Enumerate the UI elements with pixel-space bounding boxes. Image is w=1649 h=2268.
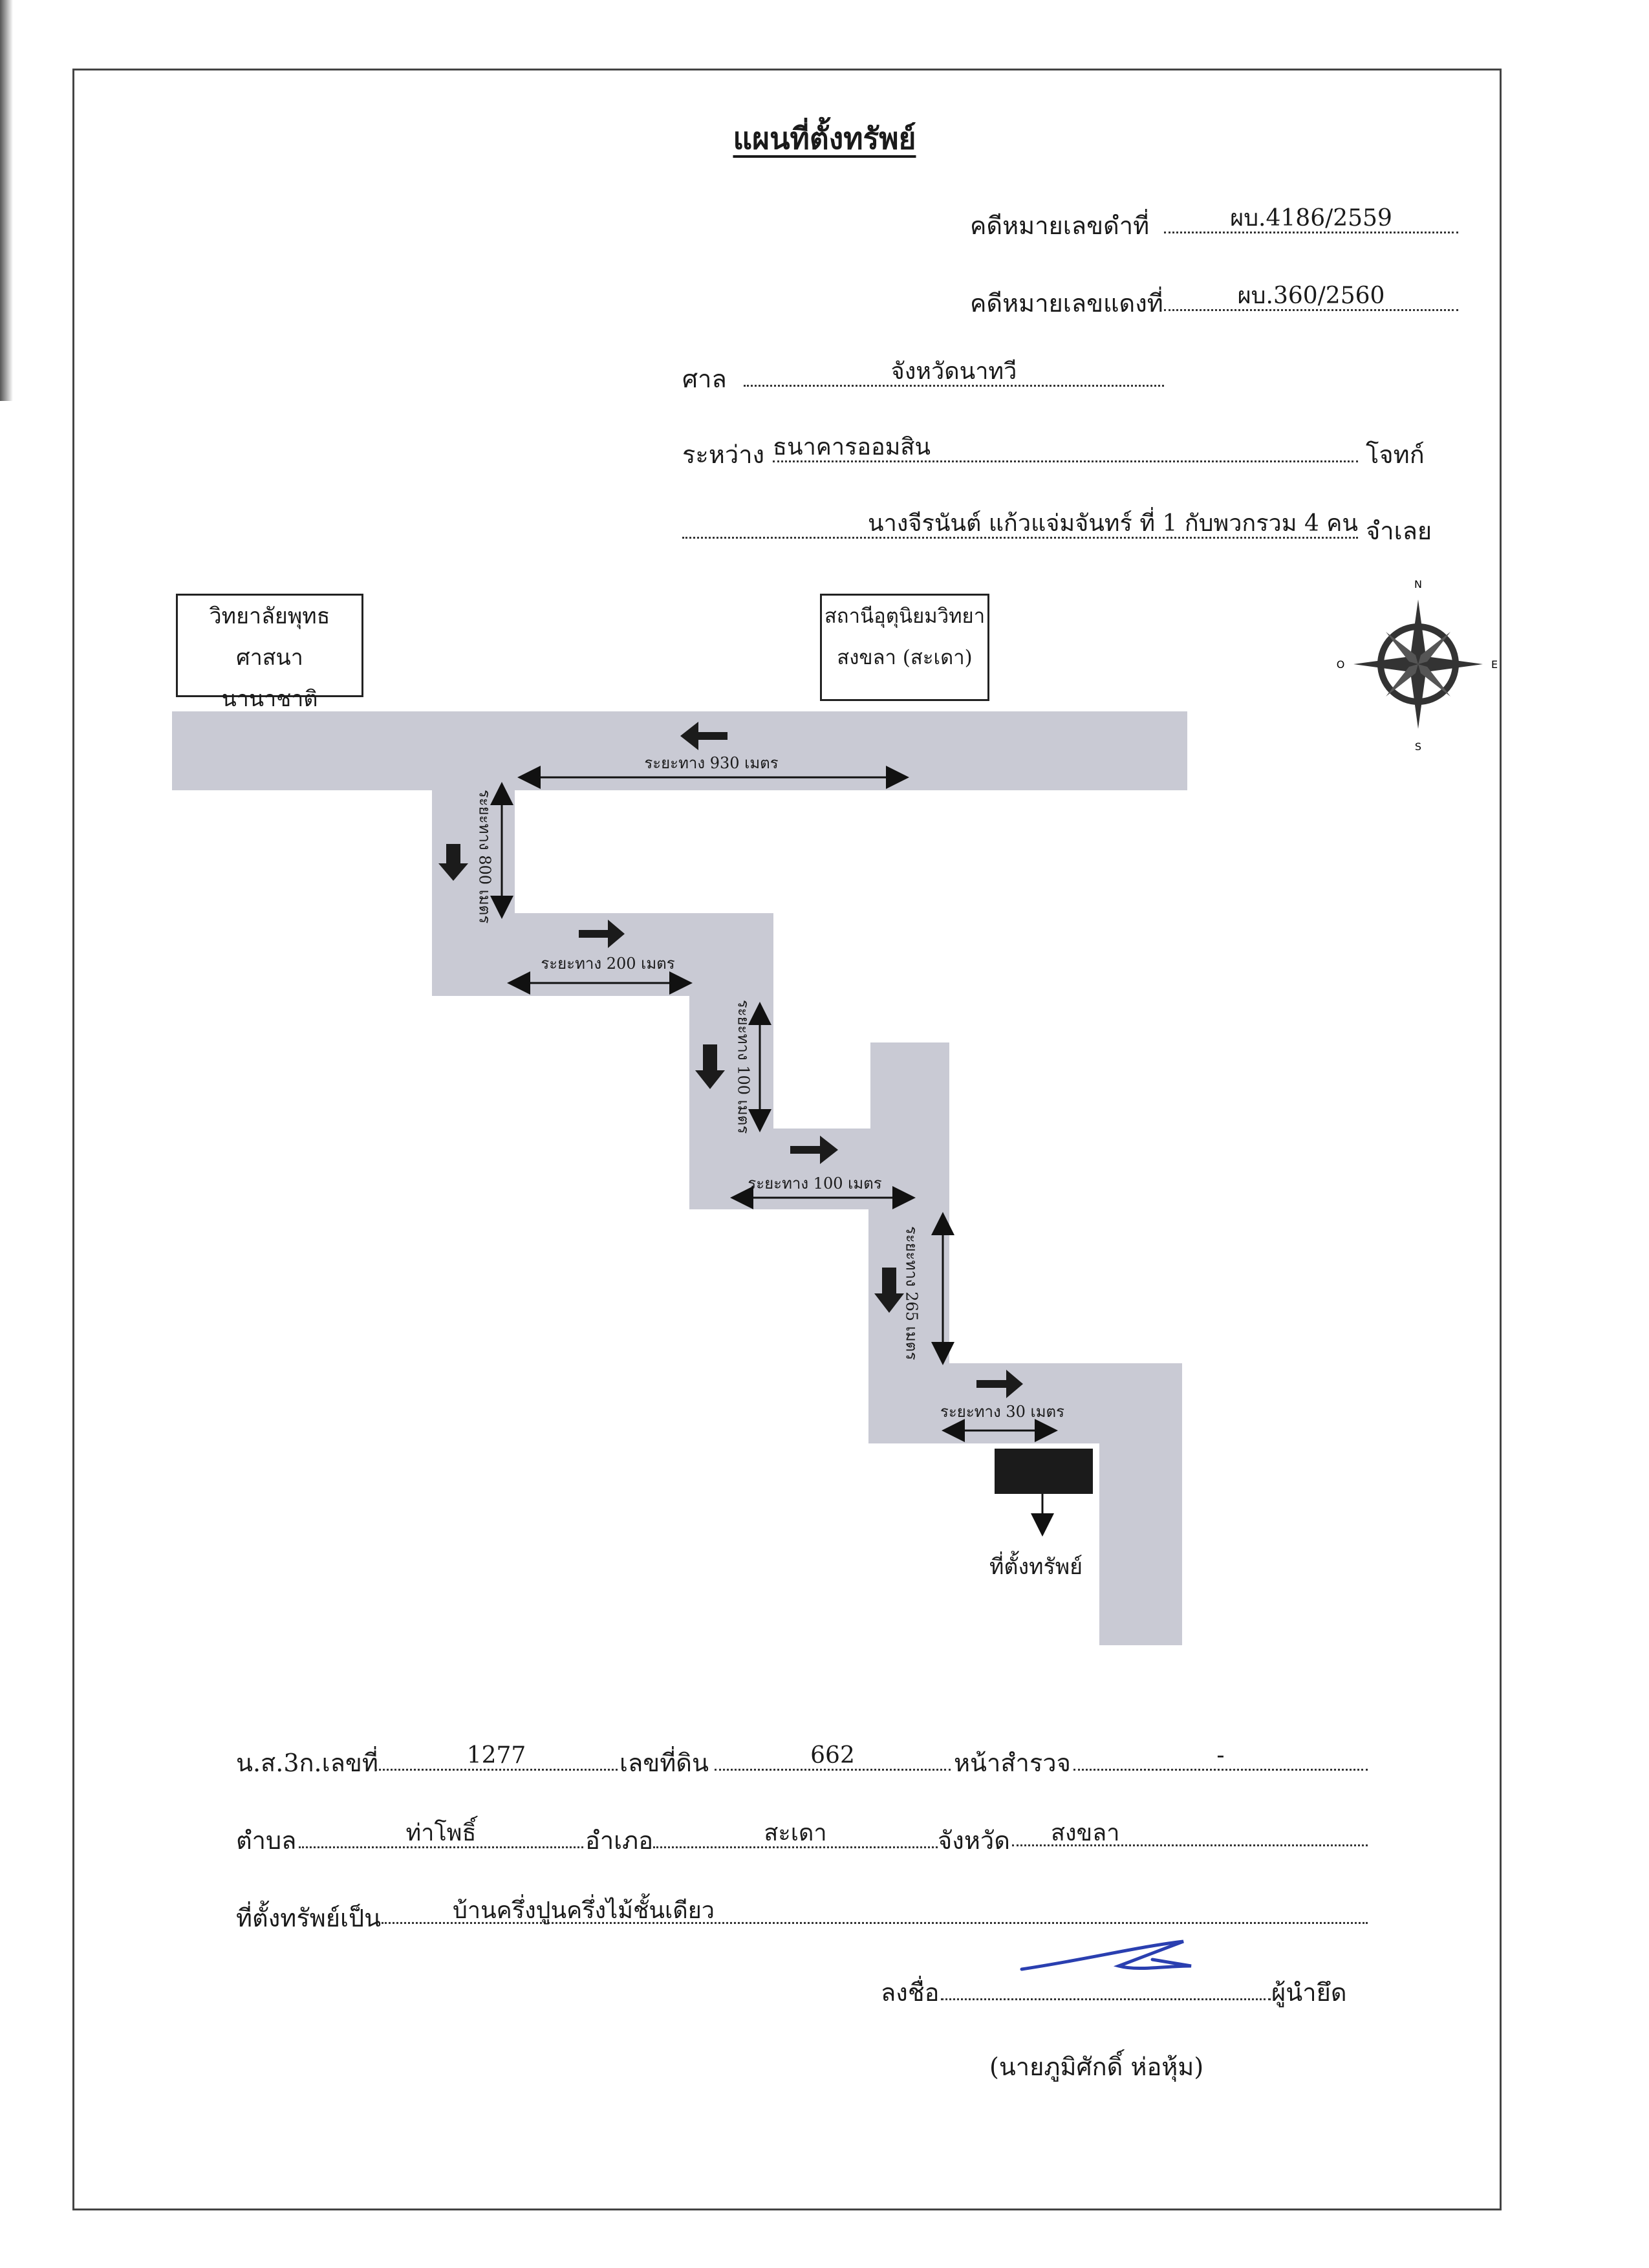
subdistrict-value: ท่าโพธิ์ [299,1820,583,1848]
subdistrict-label: ตำบล [236,1826,297,1855]
road-branch [870,1042,949,1132]
defendant-value: นางจีรนันต์ แก้วแจ่มจันทร์ ที่ 1 กับพวกร… [682,511,1358,539]
court-label: ศาล [682,365,727,393]
province-value: สงขลา [1012,1820,1368,1846]
black-case-label: คดีหมายเลขดำที่ [970,211,1150,240]
black-case-value: ผบ.4186/2559 [1164,206,1458,233]
direction-arrow-east-3 [976,1370,1023,1398]
direction-arrow-west [680,722,727,750]
deed-label: น.ส.3ก.เลขที่ [236,1749,378,1777]
page-border [72,69,1502,2210]
plaintiff-role: โจทก์ [1366,440,1425,469]
compass-s: S [1415,740,1421,753]
district-value: สะเดา [653,1820,938,1848]
property-label: ที่ตั้งทรัพย์ [989,1554,1083,1580]
survey-label: หน้าสำรวจ [954,1749,1071,1777]
defendant-role: จำเลย [1366,517,1432,545]
signer-name: (นายภูมิศักดิ์ ห่อหุ้ม) [989,2053,1204,2081]
land-no-value: 662 [715,1743,951,1771]
red-case-label: คดีหมายเลขแดงที่ [970,289,1163,318]
province-label: จังหวัด [938,1826,1010,1855]
court-value: จังหวัดนาทวี [744,359,1164,387]
compass-e: E [1491,658,1498,671]
property-marker [995,1449,1093,1494]
red-case-value: ผบ.360/2560 [1164,283,1458,311]
compass-n: N [1414,578,1422,590]
landmark-buddhist-college: วิทยาลัยพุทธศาสนา นานาชาติ [176,594,363,712]
compass-icon: N S E O [1337,578,1498,753]
scan-edge-shadow [0,0,13,401]
direction-arrow-south-2 [695,1044,725,1089]
sign-label: ลงชื่อ [881,1978,940,2007]
district-label: อำเภอ [585,1826,654,1855]
property-type-value: บ้านครึ่งปูนครึ่งไม้ชั้นเดียว [382,1898,1368,1924]
deed-value: 1277 [375,1743,618,1771]
distance-200: ระยะทาง 200 เมตร [541,955,675,973]
landmark-weather-station: สถานีอุตุนิยมวิทยา สงขลา (สะเดา) [820,594,989,701]
direction-arrow-south-1 [438,844,468,881]
direction-arrow-south-3 [874,1268,904,1313]
road-segment-7 [1099,1443,1182,1645]
distance-30: ระยะทาง 30 เมตร [940,1403,1065,1421]
plaintiff-value: ธนาคารออมสิน [773,435,1358,462]
direction-arrow-east-2 [790,1136,838,1164]
signature-scribble [1020,1939,1192,1971]
signer-role: ผู้นำยึด [1271,1978,1347,2007]
document-title: แผนที่ตั้งทรัพย์ [733,121,916,156]
survey-value: - [1073,1743,1368,1771]
between-label: ระหว่าง [682,440,765,469]
compass-w: O [1337,658,1345,671]
land-no-label: เลขที่ดิน [620,1749,709,1777]
sign-line [941,1972,1271,2000]
direction-arrow-east-1 [579,920,625,948]
property-type-label: ที่ตั้งทรัพย์เป็น [236,1904,382,1932]
